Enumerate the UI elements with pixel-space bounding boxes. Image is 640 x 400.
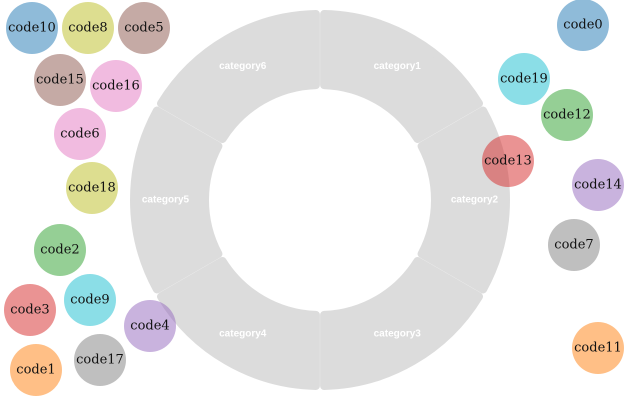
code-node-label: code9 [70,293,109,308]
category-arc[interactable] [157,10,320,143]
code-node-circle[interactable] [74,334,126,386]
code-node-label: code8 [68,21,107,36]
category-label: category2 [451,195,499,206]
code-node-label: code15 [36,73,84,88]
category-arc[interactable] [320,10,483,143]
code-node-circle[interactable] [10,344,62,396]
code-node-circle[interactable] [541,89,593,141]
code-node-circle[interactable] [548,219,600,271]
code-node-circle[interactable] [64,274,116,326]
code-node-circle[interactable] [572,322,624,374]
code-node-label: code5 [124,21,163,36]
category-label: category5 [142,195,190,206]
code-node-labels: code0 code1 code2 code3 code4 code5 code6 code7… [8,18,622,378]
code-node-circle[interactable] [6,2,58,54]
code-node-circle[interactable] [54,108,106,160]
code-node-circle[interactable] [498,53,550,105]
code-node-label: code19 [500,72,548,87]
category-arc[interactable] [320,257,483,390]
code-node-circle[interactable] [557,0,609,51]
code-node-label: code2 [40,243,79,258]
code-node-circle[interactable] [124,300,176,352]
category-label: category3 [374,328,422,339]
code-node-circle[interactable] [62,2,114,54]
code-node-label: code16 [92,79,140,94]
code-node-label: code0 [563,18,602,33]
code-node-label: code10 [8,21,56,36]
category-label: category1 [374,61,422,72]
category-ring: category1 category2 category3 category4 cate… [130,10,510,390]
code-node-label: code11 [574,341,622,356]
category-label: category6 [219,61,267,72]
category-arc[interactable] [157,257,320,390]
code-node-label: code17 [76,353,124,368]
code-node-circle[interactable] [66,162,118,214]
code-node-circle[interactable] [482,135,534,187]
code-node-label: code13 [484,154,532,169]
code-node-circle[interactable] [34,224,86,276]
code-node-circle[interactable] [4,284,56,336]
code-node-label: code3 [10,303,49,318]
code-node-circle[interactable] [572,159,624,211]
code-node-label: code1 [16,363,55,378]
category-label: category4 [219,328,267,339]
code-node-label: code14 [574,178,622,193]
category-arc[interactable] [130,106,223,294]
code-node-label: code12 [543,108,591,123]
code-node-label: code6 [60,127,99,142]
code-node-label: code4 [130,319,169,334]
code-node-circle[interactable] [90,60,142,112]
code-node-label: code7 [554,238,593,253]
code-node-circle[interactable] [34,54,86,106]
code-node-circles [4,0,624,396]
code-node-circle[interactable] [118,2,170,54]
code-node-label: code18 [68,181,116,196]
